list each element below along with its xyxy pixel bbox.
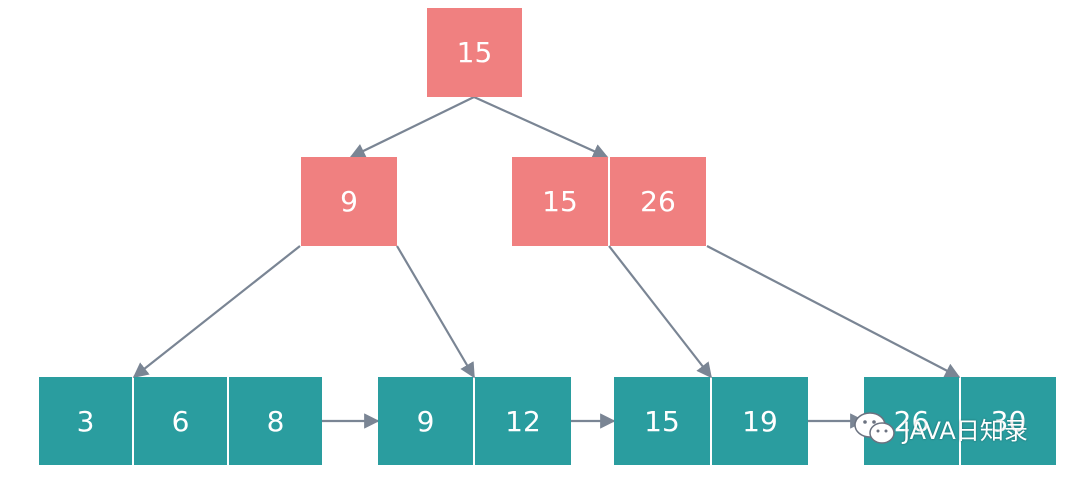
- leaf-2-key-cell: 12: [475, 377, 571, 465]
- watermark: JAVA日知录: [853, 408, 1028, 448]
- edge-right-to-leaf4: [706, 245, 961, 378]
- internal-right-key-cell: 26: [610, 157, 706, 246]
- edge-left-to-leaf2: [396, 245, 475, 379]
- edge-root-to-left: [349, 96, 475, 158]
- root-key-cell: 15: [427, 8, 522, 97]
- edge-left-to-leaf1: [132, 245, 301, 378]
- leaf-3-key-cell: 19: [712, 377, 808, 465]
- leaf-1-key-cell: 3: [39, 377, 132, 465]
- internal-left-key-cell: 9: [301, 157, 397, 246]
- leaf-2-key-cell: 9: [378, 377, 473, 465]
- wechat-icon: [854, 412, 895, 444]
- watermark-text: JAVA日知录: [903, 416, 1028, 445]
- leaf-1-key-cell: 6: [134, 377, 227, 465]
- leaf-3-key-cell: 15: [614, 377, 710, 465]
- edge-right-to-leaf3: [608, 245, 712, 379]
- leaf-4-key-cell: 26: [864, 377, 959, 465]
- leaf-1-key-cell: 8: [229, 377, 322, 465]
- edge-root-to-right: [473, 95, 609, 159]
- leaf-4-key-cell: 30: [961, 377, 1056, 465]
- internal-right-key-cell: 15: [512, 157, 608, 246]
